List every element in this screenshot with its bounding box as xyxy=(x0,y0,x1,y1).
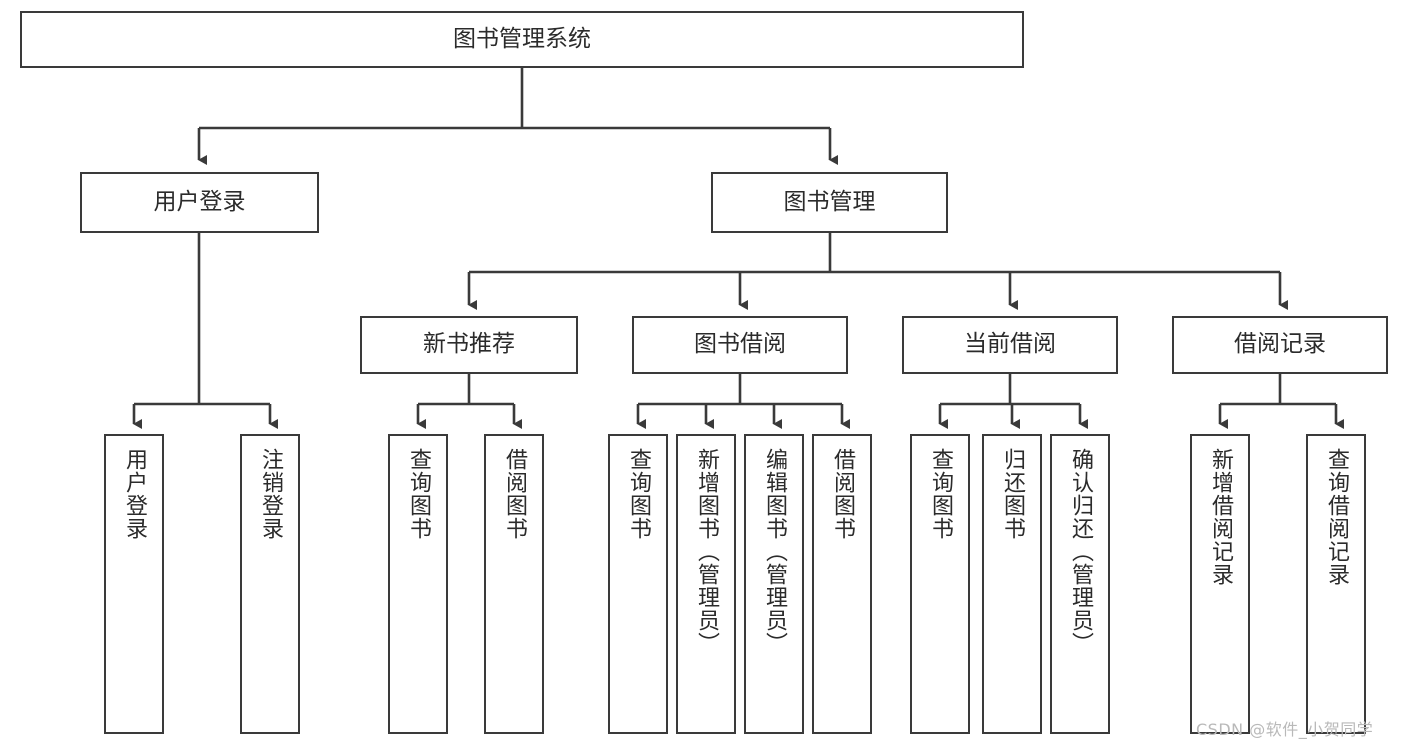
leaf-query-book-newbook[interactable]: 查询图书 xyxy=(388,434,448,734)
leaf-query-book-newbook-label: 查询图书 xyxy=(405,448,431,540)
node-user-login[interactable]: 用户登录 xyxy=(80,172,319,233)
leaf-edit-book-admin-label: 编辑图书（管理员） xyxy=(761,448,787,655)
node-book-management[interactable]: 图书管理 xyxy=(711,172,948,233)
node-book-borrow[interactable]: 图书借阅 xyxy=(632,316,848,374)
node-new-book-recommend[interactable]: 新书推荐 xyxy=(360,316,578,374)
leaf-query-book-borrow[interactable]: 查询图书 xyxy=(608,434,668,734)
leaf-add-borrow-record[interactable]: 新增借阅记录 xyxy=(1190,434,1250,734)
leaf-confirm-return-admin-label: 确认归还（管理员） xyxy=(1067,448,1093,655)
leaf-query-borrow-record-label: 查询借阅记录 xyxy=(1323,448,1349,586)
node-root-label: 图书管理系统 xyxy=(453,25,591,52)
node-root[interactable]: 图书管理系统 xyxy=(20,11,1024,68)
leaf-add-book-admin-label: 新增图书（管理员） xyxy=(693,448,719,655)
leaf-user-login[interactable]: 用户登录 xyxy=(104,434,164,734)
csdn-watermark: CSDN @软件_小贺同学 xyxy=(1196,720,1374,739)
leaf-borrow-book-newbook[interactable]: 借阅图书 xyxy=(484,434,544,734)
leaf-borrow-book[interactable]: 借阅图书 xyxy=(812,434,872,734)
leaf-user-login-label: 用户登录 xyxy=(121,448,147,540)
leaf-return-book-label: 归还图书 xyxy=(999,448,1025,540)
leaf-query-book-current[interactable]: 查询图书 xyxy=(910,434,970,734)
leaf-query-borrow-record[interactable]: 查询借阅记录 xyxy=(1306,434,1366,734)
node-book-borrow-label: 图书借阅 xyxy=(694,331,786,358)
leaf-borrow-book-label: 借阅图书 xyxy=(829,448,855,540)
leaf-confirm-return-admin[interactable]: 确认归还（管理员） xyxy=(1050,434,1110,734)
leaf-borrow-book-newbook-label: 借阅图书 xyxy=(501,448,527,540)
leaf-logout-label: 注销登录 xyxy=(257,448,283,540)
leaf-add-borrow-record-label: 新增借阅记录 xyxy=(1207,448,1233,586)
node-current-borrow-label: 当前借阅 xyxy=(964,331,1056,358)
leaf-query-book-borrow-label: 查询图书 xyxy=(625,448,651,540)
leaf-logout[interactable]: 注销登录 xyxy=(240,434,300,734)
leaf-return-book[interactable]: 归还图书 xyxy=(982,434,1042,734)
node-book-management-label: 图书管理 xyxy=(783,188,876,215)
leaf-query-book-current-label: 查询图书 xyxy=(927,448,953,540)
node-new-book-recommend-label: 新书推荐 xyxy=(423,331,515,358)
node-borrow-record[interactable]: 借阅记录 xyxy=(1172,316,1388,374)
leaf-edit-book-admin[interactable]: 编辑图书（管理员） xyxy=(744,434,804,734)
node-borrow-record-label: 借阅记录 xyxy=(1234,331,1326,358)
node-user-login-label: 用户登录 xyxy=(153,188,246,215)
node-current-borrow[interactable]: 当前借阅 xyxy=(902,316,1118,374)
leaf-add-book-admin[interactable]: 新增图书（管理员） xyxy=(676,434,736,734)
